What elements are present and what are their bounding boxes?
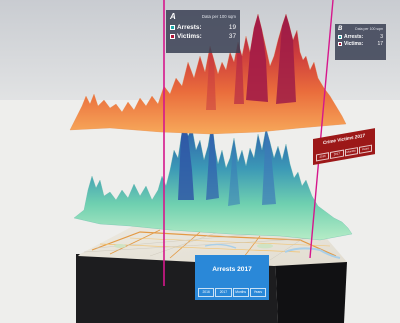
arrests-layer-card[interactable]: Arrests 2017 2016 2017 Months Years	[195, 255, 269, 300]
victims-control-2016[interactable]: 2016	[316, 152, 330, 162]
victims-control-years[interactable]: Years	[358, 144, 372, 154]
panel-a-victims-row: Victims: 37	[170, 33, 236, 40]
arrests-surface-layer[interactable]	[73, 119, 353, 241]
teal-square-icon	[170, 24, 175, 30]
data-panel-a: A Data per 100 sqm Arrests: 19 Victims: …	[166, 10, 240, 53]
data-panel-b: B Data per 100 sqm Arrests: 3 Victims: 1…	[335, 24, 386, 60]
panel-a-caption: Data per 100 sqm	[201, 14, 236, 19]
panel-b-arrests-value: 3	[380, 33, 383, 40]
marker-pole-b[interactable]	[309, 0, 334, 259]
arrests-control-2017[interactable]: 2017	[215, 288, 232, 297]
panel-b-victims-label: Victims:	[344, 41, 364, 48]
panel-b-header: B Data per 100 sqm	[338, 26, 383, 32]
victims-control-months[interactable]: Months	[344, 147, 358, 157]
panel-b-arrests-label: Arrests:	[344, 33, 364, 40]
red-square-icon	[170, 34, 175, 39]
arrests-control-2016[interactable]: 2016	[198, 288, 215, 297]
red-square-icon	[338, 42, 342, 47]
teal-square-icon	[338, 34, 342, 39]
panel-b-victims-row: Victims: 17	[338, 41, 383, 47]
panel-a-letter: A	[170, 12, 176, 21]
panel-b-victims-value: 17	[377, 41, 383, 48]
panel-b-arrests-row: Arrests: 3	[338, 34, 383, 40]
arrests-card-title: Arrests 2017	[212, 266, 252, 273]
panel-a-victims-label: Victims:	[177, 33, 202, 40]
arrests-card-controls: 2016 2017 Months Years	[198, 288, 266, 297]
panel-b-letter: B	[338, 26, 343, 32]
panel-a-arrests-label: Arrests:	[177, 23, 202, 31]
panel-a-victims-value: 37	[228, 33, 236, 40]
panel-b-caption: Data per 100 sqm	[355, 27, 383, 31]
victims-surface-layer[interactable]	[69, 13, 347, 135]
arrests-control-months[interactable]: Months	[232, 288, 249, 297]
panel-a-arrests-row: Arrests: 19	[170, 24, 236, 31]
panel-a-arrests-value: 19	[228, 23, 236, 31]
panel-a-header: A Data per 100 sqm	[170, 12, 236, 21]
base-box-side	[275, 254, 347, 323]
arrests-control-years[interactable]: Years	[249, 288, 266, 297]
victims-control-2017[interactable]: 2017	[330, 149, 344, 159]
